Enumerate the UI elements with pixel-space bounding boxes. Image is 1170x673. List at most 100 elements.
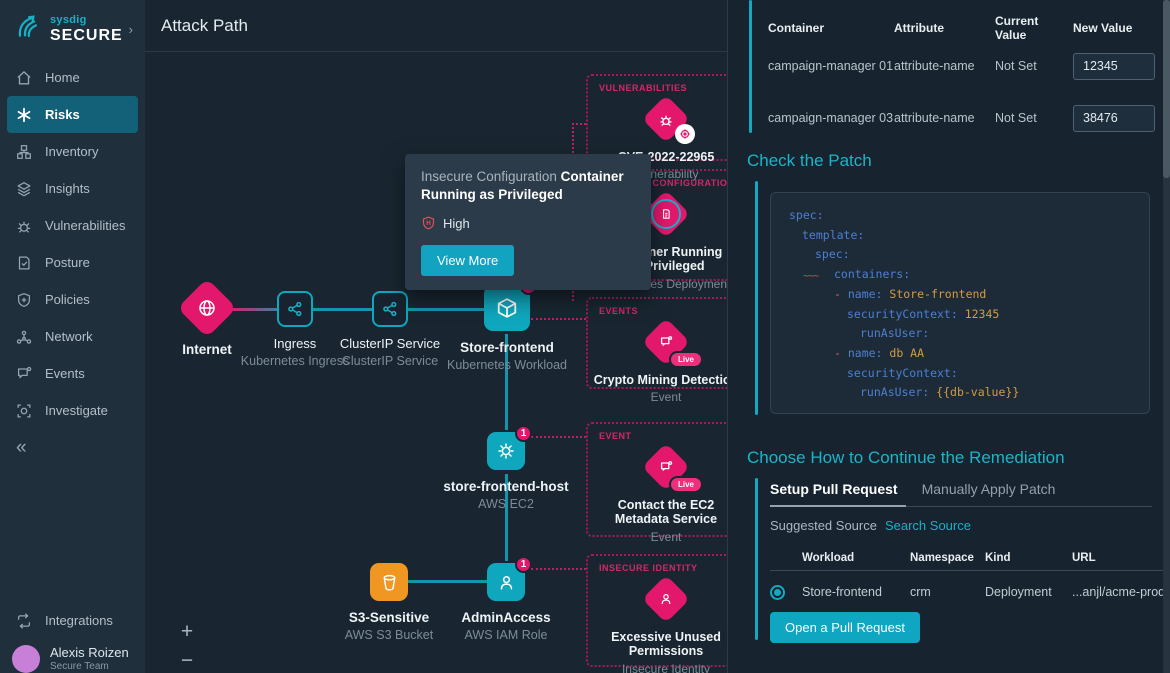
sidebar-item-network[interactable]: Network xyxy=(0,318,145,355)
sidebar-item-investigate[interactable]: Investigate xyxy=(0,392,145,429)
scrollbar-track[interactable] xyxy=(1163,0,1170,673)
sidebar-item-policies[interactable]: Policies xyxy=(0,281,145,318)
patch-code-block[interactable]: spec: template: spec: ~~~containers: - n… xyxy=(770,192,1150,414)
tab-manually-apply-patch[interactable]: Manually Apply Patch xyxy=(921,481,1056,497)
tooltip-category: Insecure Configuration xyxy=(421,169,561,184)
iam-role-icon: 1 xyxy=(487,556,532,601)
sidebar-item-label: Network xyxy=(45,329,93,344)
edge-storefrontend-host xyxy=(505,334,508,430)
finding-tooltip: Insecure Configuration Container Running… xyxy=(405,154,651,290)
edge-host-adminaccess xyxy=(505,474,508,561)
yaml-key: spec: xyxy=(789,208,824,222)
new-value-input[interactable] xyxy=(1073,104,1155,132)
finding-ec2-metadata[interactable]: EVENT Live Contact the EC2 Metadata Serv… xyxy=(586,422,727,544)
node-clusterip[interactable]: ClusterIP Service ClusterIP Service xyxy=(315,291,465,368)
section-accent-bar xyxy=(755,478,758,640)
attack-path-canvas[interactable]: VULNERABILITIES CVE-2022-22965 Vulnerabi… xyxy=(145,52,727,673)
workload-table-header: Workload Namespace Kind URL xyxy=(770,546,1170,571)
sidebar-expand-chevron-icon[interactable]: › xyxy=(128,22,133,37)
new-value-input[interactable] xyxy=(1073,52,1155,80)
view-more-button[interactable]: View More xyxy=(421,245,515,276)
code-line: runAsUser: xyxy=(783,324,1137,344)
configuration-diamond-icon xyxy=(641,189,691,239)
sidebar-item-home[interactable]: Home xyxy=(0,59,145,96)
yaml-value: db AA xyxy=(882,345,925,360)
col-header: Namespace xyxy=(910,552,974,564)
tooltip-title: Insecure Configuration Container Running… xyxy=(421,168,635,204)
remediation-panel: Container Attribute Current Value New Va… xyxy=(728,0,1170,673)
user-name: Alexis Roizen xyxy=(50,645,129,661)
svg-text:H: H xyxy=(426,220,431,227)
finding-category: INSECURE IDENTITY xyxy=(599,563,698,573)
node-store-frontend-host[interactable]: 1 store-frontend-host AWS EC2 xyxy=(431,425,581,511)
col-header: Workload xyxy=(802,552,855,564)
remediation-tabs: Setup Pull Request Manually Apply Patch xyxy=(770,481,1152,507)
finding-excessive-permissions[interactable]: INSECURE IDENTITY Excessive Unused Permi… xyxy=(586,554,727,673)
sidebar-item-label: Home xyxy=(45,70,80,85)
s3-bucket-icon xyxy=(370,563,408,601)
yaml-dash: - xyxy=(834,286,848,301)
workload-cube-icon: 4 xyxy=(484,278,537,331)
node-label: AdminAccess xyxy=(461,610,551,625)
globe-icon xyxy=(199,300,215,316)
gear-icon xyxy=(498,443,514,459)
sidebar-item-posture[interactable]: Posture xyxy=(0,244,145,281)
scrollbar-thumb[interactable] xyxy=(1163,0,1170,178)
remediation-heading: Choose How to Continue the Remediation xyxy=(747,448,1065,467)
col-header: URL xyxy=(1072,552,1096,564)
finding-sublabel: Event xyxy=(650,390,682,405)
node-store-frontend[interactable]: 4 Store-frontend Kubernetes Workload xyxy=(432,278,582,372)
finding-crypto-mining[interactable]: EVENTS Live Crypto Mining Detection Even… xyxy=(586,297,727,404)
ingress-icon xyxy=(277,291,313,327)
yaml-key: spec: xyxy=(815,247,850,262)
node-sublabel: ClusterIP Service xyxy=(341,354,439,368)
workload-radio[interactable] xyxy=(770,584,785,600)
finding-sublabel: Insecure Identity xyxy=(621,661,711,673)
node-label: Internet xyxy=(182,342,232,357)
node-internet[interactable]: Internet xyxy=(145,278,282,357)
document-icon xyxy=(651,199,681,229)
table-row: campaign-manager 03 attribute-name Not S… xyxy=(768,92,1155,144)
yaml-key: containers: xyxy=(834,267,911,282)
node-sublabel: Kubernetes Workload xyxy=(447,358,567,372)
node-ingress[interactable]: Ingress Kubernetes Ingress xyxy=(220,291,370,368)
brand-secure: SECURE xyxy=(50,27,123,44)
user-menu[interactable]: Alexis Roizen Secure Team xyxy=(0,639,145,673)
sidebar-item-vulnerabilities[interactable]: Vulnerabilities xyxy=(0,207,145,244)
finding-category: VULNERABILITIES xyxy=(599,83,688,93)
finding-category: EVENT xyxy=(599,431,632,441)
sidebar-item-inventory[interactable]: Inventory xyxy=(0,133,145,170)
node-sublabel: AWS EC2 xyxy=(478,497,534,511)
brand-sysdig: sysdig xyxy=(50,14,87,26)
sidebar-item-events[interactable]: Events xyxy=(0,355,145,392)
home-icon xyxy=(17,70,31,85)
zoom-out-button[interactable]: − xyxy=(180,649,194,672)
sidebar-collapse-icon[interactable]: « xyxy=(16,437,27,458)
finding-count-badge: 1 xyxy=(515,425,532,442)
sidebar-item-risks[interactable]: Risks xyxy=(7,96,138,133)
node-s3-sensitive[interactable]: S3-Sensitive AWS S3 Bucket xyxy=(314,563,464,642)
sidebar-item-label: Risks xyxy=(45,107,80,122)
yaml-dash: - xyxy=(834,345,848,360)
col-header: New Value xyxy=(1073,21,1133,35)
internet-diamond-icon xyxy=(177,278,237,338)
bucket-icon xyxy=(383,574,395,591)
col-header: Kind xyxy=(985,552,1011,564)
tab-setup-pull-request[interactable]: Setup Pull Request xyxy=(770,481,906,507)
node-adminaccess[interactable]: 1 AdminAccess AWS IAM Role xyxy=(431,556,581,642)
cell-namespace: crm xyxy=(910,585,931,599)
open-pull-request-button[interactable]: Open a Pull Request xyxy=(770,612,920,643)
table-row[interactable]: Store-frontend crm Deployment ...anjl/ac… xyxy=(770,577,1170,607)
sidebar-item-insights[interactable]: Insights xyxy=(0,170,145,207)
scope-overlay-icon xyxy=(675,124,695,144)
zoom-in-button[interactable]: + xyxy=(180,620,194,643)
user-info: Alexis Roizen Secure Team xyxy=(50,645,129,672)
live-badge: Live xyxy=(668,476,703,493)
yaml-value: 12345 xyxy=(957,306,1000,321)
brand-text: sysdig SECURE xyxy=(50,15,123,44)
search-source-link[interactable]: Search Source xyxy=(884,518,971,533)
page-title: Attack Path xyxy=(161,15,248,35)
finding-vulnerabilities[interactable]: VULNERABILITIES CVE-2022-22965 Vulnerabi… xyxy=(586,74,727,181)
sidebar-item-integrations[interactable]: Integrations xyxy=(0,602,145,639)
cell-url: ...anjl/acme-prod/blob xyxy=(1072,585,1170,599)
